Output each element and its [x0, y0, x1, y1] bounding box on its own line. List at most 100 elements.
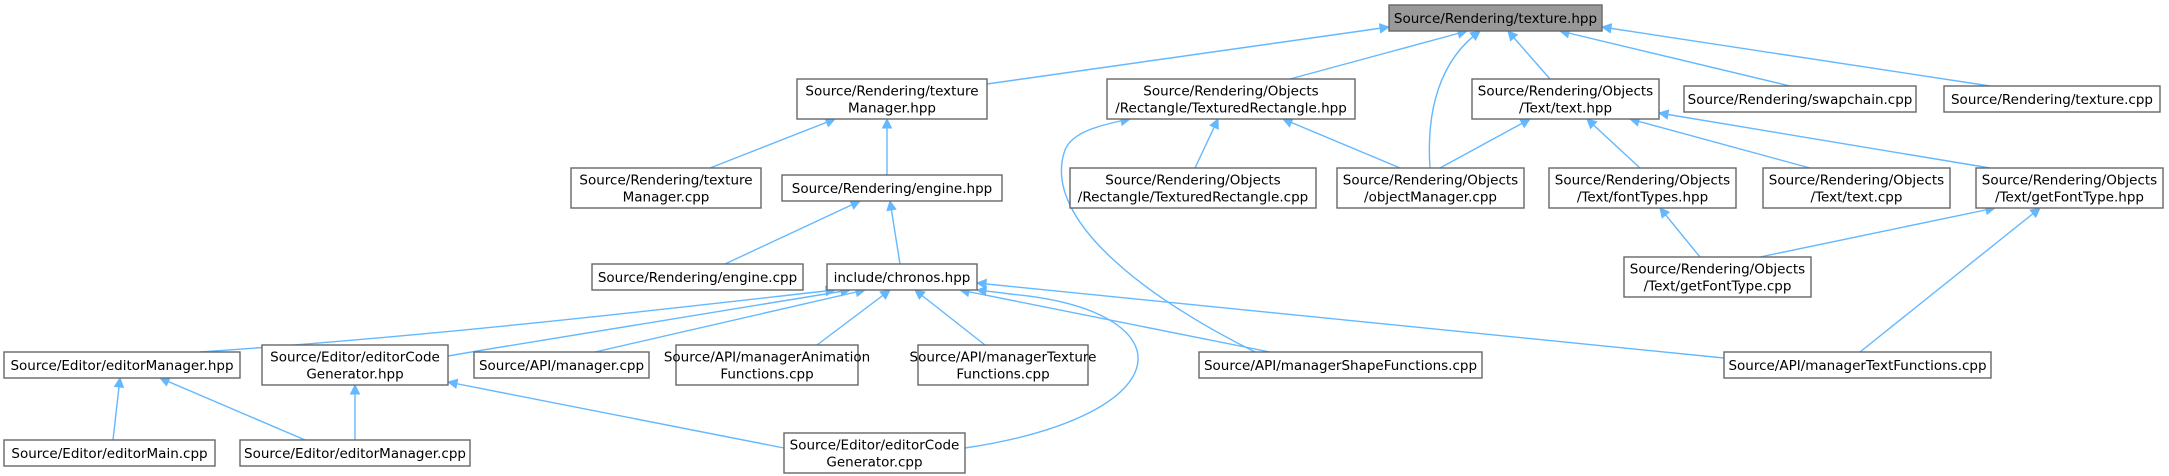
- node-chronos-hpp[interactable]: include/chronos.hpp: [826, 263, 978, 291]
- node-box: [1471, 78, 1660, 120]
- edge-fonttypes_hpp-to-text_hpp: [1586, 118, 1641, 169]
- edge-line: [1759, 207, 1996, 258]
- arrowhead-icon: [349, 383, 361, 395]
- node-label: Source/Editor/editorManager.hpp: [10, 358, 233, 374]
- node-texrect-cpp[interactable]: Source/Rendering/Objects/Rectangle/Textu…: [1069, 167, 1317, 209]
- node-text-hpp[interactable]: Source/Rendering/Objects/Text/text.hpp: [1471, 78, 1660, 120]
- edge-line: [199, 289, 836, 353]
- edge-line: [959, 289, 1271, 353]
- edge-edmgr_cpp-to-edcode_hpp: [349, 383, 361, 440]
- edge-getfont_cpp-to-fonttypes_hpp: [1659, 207, 1701, 258]
- edge-texrect_hpp-to-root: [1289, 28, 1469, 80]
- node-label: Source/Editor/editorManager.cpp: [244, 446, 466, 462]
- node-text-cpp[interactable]: Source/Rendering/Objects/Text/text.cpp: [1762, 167, 1951, 209]
- edge-line: [1629, 118, 1811, 169]
- node-label: /Text/text.hpp: [1519, 101, 1612, 117]
- node-label: Source/Editor/editorCode: [270, 350, 440, 366]
- node-engine-cpp[interactable]: Source/Rendering/engine.cpp: [591, 263, 804, 291]
- node-edmain-cpp[interactable]: Source/Editor/editorMain.cpp: [3, 439, 216, 467]
- node-label: /Text/text.cpp: [1811, 190, 1903, 206]
- node-label: /objectManager.cpp: [1364, 190, 1497, 206]
- node-edmgr-cpp[interactable]: Source/Editor/editorManager.cpp: [239, 439, 471, 467]
- arrowhead-icon: [849, 200, 862, 210]
- node-box: [675, 344, 859, 386]
- edge-line: [1282, 118, 1401, 169]
- node-box: [1623, 256, 1812, 298]
- node-label: Manager.hpp: [848, 101, 936, 117]
- edge-chronos_hpp-to-engine_hpp: [886, 199, 901, 265]
- edge-line: [594, 289, 866, 353]
- node-texture-cpp[interactable]: Source/Rendering/texture.cpp: [1943, 85, 2161, 113]
- edge-line: [1428, 30, 1481, 169]
- edge-objmgr_cpp-to-text_hpp: [1439, 118, 1531, 169]
- edge-edmgr_cpp-to-edmgr_hpp: [158, 376, 306, 441]
- edge-engine_cpp-to-engine_hpp: [724, 200, 862, 265]
- edge-api_anim_cpp-to-chronos_hpp: [816, 289, 891, 346]
- arrowhead-icon: [2029, 207, 2041, 219]
- node-label: /Text/getFontType.hpp: [1995, 190, 2144, 206]
- edge-objmgr_cpp-to-texrect_hpp: [1281, 117, 1401, 169]
- arrowhead-icon: [975, 278, 987, 290]
- arrowhead-icon: [446, 378, 459, 390]
- edge-swapchain_cpp-to-root: [1558, 28, 1791, 87]
- node-getfont-cpp[interactable]: Source/Rendering/Objects/Text/getFontTyp…: [1623, 256, 1812, 298]
- edge-texrect_cpp-to-texrect_hpp: [1194, 117, 1219, 169]
- edge-engine_hpp-to-texmgr_hpp: [881, 117, 893, 175]
- edge-line: [724, 200, 861, 265]
- edge-line: [986, 26, 1390, 85]
- node-api-mgr-cpp[interactable]: Source/API/manager.cpp: [473, 351, 650, 379]
- node-fonttypes-hpp[interactable]: Source/Rendering/Objects/Text/fontTypes.…: [1548, 167, 1737, 209]
- arrowhead-icon: [879, 289, 891, 300]
- node-label: Source/API/managerTextFunctions.cpp: [1728, 358, 1986, 374]
- arrowhead-icon: [1378, 23, 1391, 34]
- edge-line: [1439, 118, 1531, 169]
- edge-line: [1559, 30, 1791, 87]
- node-objmgr-cpp[interactable]: Source/Rendering/Objects/objectManager.c…: [1336, 167, 1525, 209]
- node-box: [1683, 85, 1917, 113]
- node-label: Source/Rendering/engine.hpp: [792, 181, 992, 197]
- edge-line: [1658, 112, 1991, 169]
- node-edmgr-hpp[interactable]: Source/Editor/editorManager.hpp: [3, 351, 241, 379]
- node-label: Source/API/managerAnimation: [664, 350, 870, 366]
- node-label: Source/Rendering/engine.cpp: [598, 270, 797, 286]
- edge-getfont_cpp-to-getfont_hpp: [1759, 204, 1997, 258]
- node-label: Source/Rendering/texture: [805, 84, 978, 100]
- node-api-text-cpp[interactable]: Source/API/managerTextFunctions.cpp: [1723, 351, 1992, 379]
- node-label: /Rectangle/TexturedRectangle.cpp: [1078, 190, 1308, 206]
- node-label: Source/Rendering/Objects: [1105, 173, 1280, 189]
- node-box: [1198, 351, 1483, 379]
- edge-edcode_cpp-to-edcode_hpp: [446, 378, 785, 449]
- node-label: Source/Rendering/Objects: [1143, 84, 1318, 100]
- arrowhead-icon: [113, 376, 125, 389]
- node-api-shape-cpp[interactable]: Source/API/managerShapeFunctions.cpp: [1198, 351, 1483, 379]
- node-root[interactable]: Source/Rendering/texture.hpp: [1388, 4, 1603, 32]
- edge-line: [1659, 207, 1701, 258]
- node-getfont-hpp[interactable]: Source/Rendering/Objects/Text/getFontTyp…: [1975, 167, 2164, 209]
- edge-api_text_cpp-to-chronos_hpp: [975, 278, 1725, 359]
- node-swapchain-cpp[interactable]: Source/Rendering/swapchain.cpp: [1683, 85, 1917, 113]
- edge-line: [964, 289, 1139, 449]
- edge-text_hpp-to-root: [1507, 30, 1551, 80]
- node-engine-hpp[interactable]: Source/Rendering/engine.hpp: [781, 174, 1003, 202]
- node-box: [570, 167, 762, 209]
- node-label: /Rectangle/TexturedRectangle.hpp: [1115, 101, 1347, 117]
- node-label: Source/Rendering/texture.hpp: [1394, 11, 1597, 27]
- node-texrect-hpp[interactable]: Source/Rendering/Objects/Rectangle/Textu…: [1106, 78, 1356, 120]
- node-label: include/chronos.hpp: [834, 270, 971, 286]
- arrowhead-icon: [1519, 118, 1531, 129]
- node-box: [473, 351, 650, 379]
- edge-line: [112, 377, 121, 441]
- node-box: [917, 344, 1089, 386]
- node-box: [1762, 167, 1951, 209]
- edge-line: [1586, 118, 1641, 169]
- node-label: Source/Editor/editorCode: [790, 438, 960, 454]
- edge-texmgr_hpp-to-root: [986, 23, 1391, 85]
- node-box: [239, 439, 471, 467]
